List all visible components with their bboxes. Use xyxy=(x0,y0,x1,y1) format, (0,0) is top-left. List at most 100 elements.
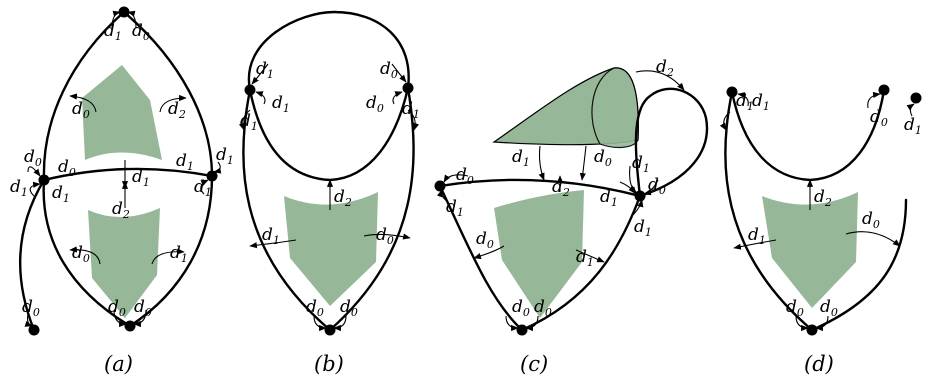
dart-label-index: 2 xyxy=(344,196,352,209)
dart-arc xyxy=(24,313,33,327)
dart-arc xyxy=(333,315,347,332)
dart-label-d-0: d0 xyxy=(870,107,888,129)
dart-arc xyxy=(407,109,420,131)
dart-label-index: 0 xyxy=(351,306,358,319)
vertex-a-right xyxy=(206,170,218,182)
vertex-d-right xyxy=(878,84,890,96)
dart-label-d-0: d0 xyxy=(134,297,152,319)
dart-label-base: d xyxy=(256,59,267,79)
dart-label-base: d xyxy=(366,93,377,113)
dart-label-index: 0 xyxy=(831,306,838,319)
dart-label-index: 1 xyxy=(643,162,650,175)
dart-arc xyxy=(255,91,266,105)
dart-label-d-1: d1 xyxy=(256,59,274,81)
face-b xyxy=(284,192,378,306)
dart-label-base: d xyxy=(814,187,825,207)
dart-arc xyxy=(815,315,829,332)
dart-arc xyxy=(151,248,185,265)
dart-label-d-0: d0 xyxy=(820,297,838,319)
dart-label-base: d xyxy=(552,177,563,197)
dart-label-d-0: d0 xyxy=(58,157,76,179)
dart-arc xyxy=(525,315,539,332)
dart-label-base: d xyxy=(134,297,145,317)
dart-label-base: d xyxy=(170,243,181,263)
dart-label-base: d xyxy=(216,145,227,165)
dart-arc xyxy=(133,309,147,328)
dart-arc xyxy=(473,245,505,259)
dart-label-index: 1 xyxy=(915,124,922,137)
dart-label-d-2: d2 xyxy=(334,187,352,209)
dart-arc xyxy=(628,165,637,193)
dart-label-d-1: d1 xyxy=(272,93,290,115)
dart-label-base: d xyxy=(752,91,763,111)
dart-label-base: d xyxy=(10,177,21,197)
dart-label-d-1: d1 xyxy=(104,21,122,43)
dart-arc xyxy=(213,161,222,174)
dart-arc xyxy=(867,91,881,109)
dart-label-d-0: d0 xyxy=(108,297,126,319)
dart-label-index: 2 xyxy=(666,66,674,79)
dart-label-base: d xyxy=(632,153,643,173)
caption-a: (a) xyxy=(104,352,133,376)
dart-label-base: d xyxy=(456,165,467,185)
dart-label-base: d xyxy=(272,93,283,113)
dart-label-index: 1 xyxy=(251,120,258,133)
dart-label-index: 1 xyxy=(205,186,212,199)
dart-label-base: d xyxy=(786,297,797,317)
dart-arc xyxy=(113,309,127,328)
dart-label-d-0: d0 xyxy=(456,165,474,187)
dart-label-index: 2 xyxy=(178,108,186,121)
dart-label-d-1: d1 xyxy=(904,115,922,137)
dart-label-d-1: d1 xyxy=(736,91,754,113)
vertex-d-bottom xyxy=(806,324,818,336)
dart-label-base: d xyxy=(600,187,611,207)
dart-label-d-2: d2 xyxy=(168,99,186,121)
vertex-c-left xyxy=(434,180,446,192)
dart-label-d-0: d0 xyxy=(534,297,552,319)
vertex-a-bottom xyxy=(124,320,136,332)
vertex-a-left xyxy=(38,174,50,186)
dart-label-index: 1 xyxy=(763,100,770,113)
vertex-b-bottom xyxy=(324,324,336,336)
dart-label-index: 1 xyxy=(587,256,594,269)
dart-arc xyxy=(391,63,407,83)
caption-d: (d) xyxy=(804,352,834,376)
dart-arc xyxy=(795,315,809,332)
dart-arc xyxy=(719,111,731,131)
edge-c-loop xyxy=(634,87,709,198)
dart-label-d-1: d1 xyxy=(216,145,234,167)
dart-label-d-0: d0 xyxy=(24,147,42,169)
dart-label-d-0: d0 xyxy=(786,297,804,319)
dart-label-index: 1 xyxy=(611,196,618,209)
dart-label-index: 0 xyxy=(881,116,888,129)
dart-label-d-1: d1 xyxy=(446,197,464,219)
dart-label-base: d xyxy=(576,247,587,267)
dart-label-index: 1 xyxy=(273,234,280,247)
dart-label-base: d xyxy=(132,167,143,187)
dart-label-base: d xyxy=(306,297,317,317)
dart-label-index: 2 xyxy=(562,186,570,199)
dart-label-index: 0 xyxy=(119,306,126,319)
dart-label-d-0: d0 xyxy=(132,21,150,43)
dart-label-index: 1 xyxy=(413,108,420,121)
dart-label-d-1: d1 xyxy=(402,99,420,121)
dart-label-d-1: d1 xyxy=(176,151,194,173)
dart-label-d-0: d0 xyxy=(306,297,324,319)
dart-label-base: d xyxy=(512,297,523,317)
dart-label-base: d xyxy=(380,59,391,79)
vertex-a-top xyxy=(118,6,130,18)
edge-b-top-arch xyxy=(247,10,410,92)
diagram-b: (b) xyxy=(238,10,420,376)
dart-label-base: d xyxy=(594,147,605,167)
dart-label-d-1: d1 xyxy=(10,177,28,199)
dart-label-index: 1 xyxy=(747,100,754,113)
edge-a-tail xyxy=(19,178,46,332)
edge-a-middle xyxy=(42,167,214,182)
dart-arc xyxy=(737,92,749,107)
edge-b-right-outer xyxy=(328,86,415,332)
dart-arc xyxy=(635,70,685,91)
dart-arc xyxy=(392,91,403,105)
dart-label-index: 0 xyxy=(545,306,552,319)
